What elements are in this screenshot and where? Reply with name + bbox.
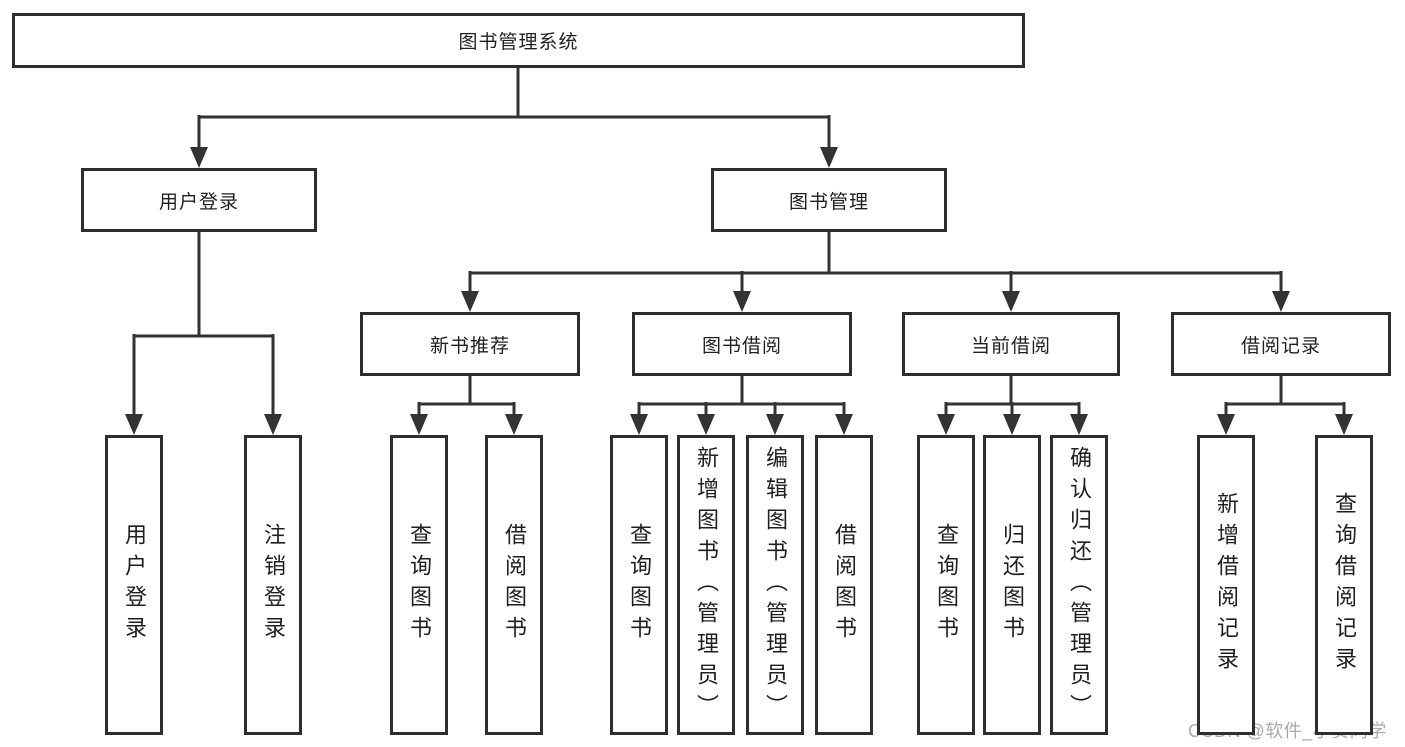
node-label: 图书借阅 bbox=[701, 335, 782, 357]
node-label: 借阅图书 bbox=[832, 523, 857, 647]
node-borrow-books-recommend: 借阅图书 bbox=[485, 435, 543, 735]
node-book-borrowing: 图书借阅 bbox=[632, 312, 852, 376]
node-borrowing-records: 借阅记录 bbox=[1171, 312, 1391, 376]
node-label: 注销登录 bbox=[261, 523, 286, 647]
node-query-books-borrowing: 查询图书 bbox=[610, 435, 668, 735]
node-new-book-recommend: 新书推荐 bbox=[360, 312, 580, 376]
node-add-borrow-record: 新增借阅记录 bbox=[1197, 435, 1255, 735]
node-label: 当前借阅 bbox=[970, 335, 1051, 357]
node-label: 借阅记录 bbox=[1240, 335, 1321, 357]
node-confirm-return-admin: 确认归还（管理员） bbox=[1050, 435, 1108, 735]
node-add-book-admin: 新增图书（管理员） bbox=[677, 435, 735, 735]
node-current-borrowing: 当前借阅 bbox=[902, 312, 1120, 376]
node-label: 查询借阅记录 bbox=[1332, 492, 1357, 678]
node-query-books-current: 查询图书 bbox=[917, 435, 975, 735]
node-label: 编辑图书（管理员） bbox=[763, 445, 788, 725]
node-user-login-branch: 用户登录 bbox=[81, 168, 317, 232]
node-label: 借阅图书 bbox=[502, 523, 527, 647]
node-label: 归还图书 bbox=[1000, 523, 1025, 647]
node-library-management-system: 图书管理系统 bbox=[12, 13, 1025, 68]
node-edit-book-admin: 编辑图书（管理员） bbox=[746, 435, 804, 735]
node-label: 新增借阅记录 bbox=[1214, 492, 1239, 678]
node-borrow-books: 借阅图书 bbox=[815, 435, 873, 735]
node-label: 图书管理 bbox=[788, 191, 869, 213]
node-query-borrow-record: 查询借阅记录 bbox=[1315, 435, 1373, 735]
node-label: 新书推荐 bbox=[429, 335, 510, 357]
node-book-management-branch: 图书管理 bbox=[711, 168, 947, 232]
node-label: 确认归还（管理员） bbox=[1067, 445, 1092, 725]
node-label: 图书管理系统 bbox=[458, 32, 579, 53]
node-user-login: 用户登录 bbox=[105, 435, 163, 735]
node-label: 用户登录 bbox=[122, 523, 147, 647]
node-label: 查询图书 bbox=[407, 523, 432, 647]
node-label: 查询图书 bbox=[934, 523, 959, 647]
node-label: 查询图书 bbox=[627, 523, 652, 647]
node-label: 新增图书（管理员） bbox=[694, 445, 719, 725]
node-return-books: 归还图书 bbox=[983, 435, 1041, 735]
node-label: 用户登录 bbox=[158, 191, 239, 213]
node-query-books-recommend: 查询图书 bbox=[390, 435, 448, 735]
node-logout: 注销登录 bbox=[244, 435, 302, 735]
